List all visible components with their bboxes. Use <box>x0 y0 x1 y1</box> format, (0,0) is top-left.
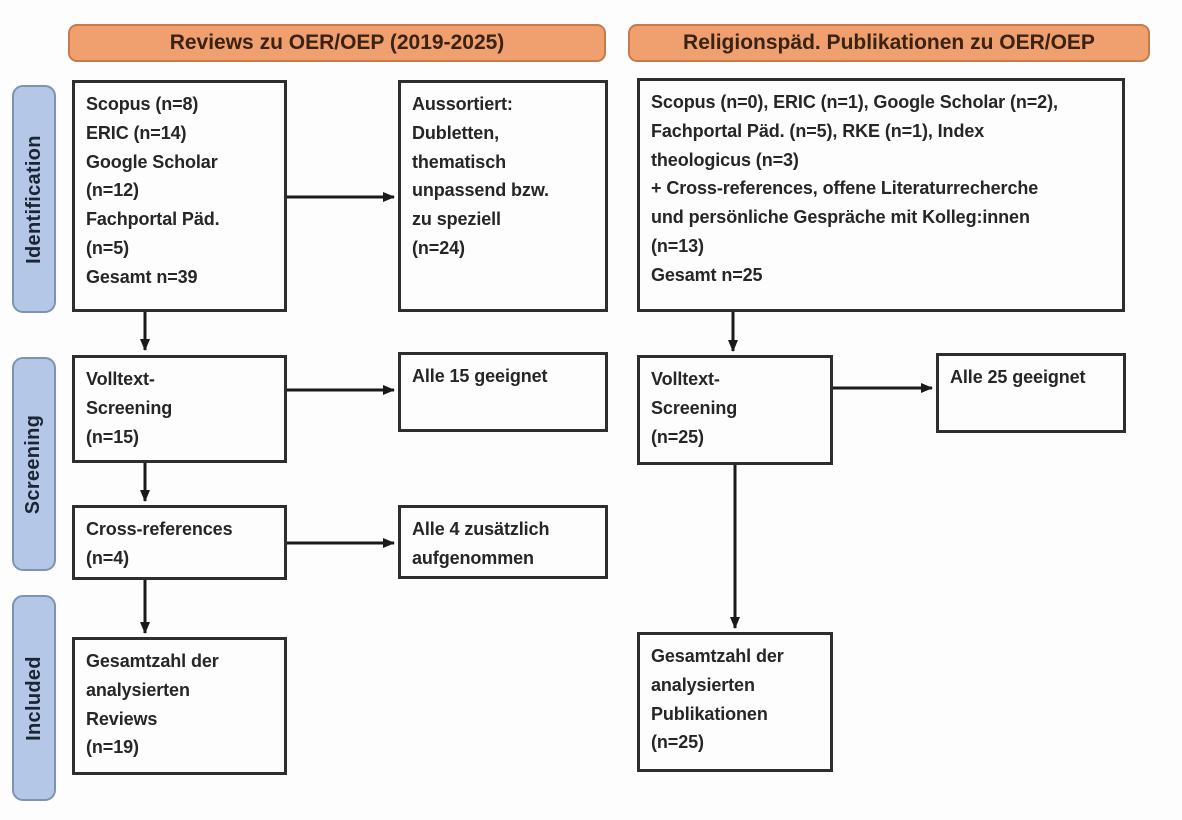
stage-label-screening: Screening <box>12 357 56 571</box>
box-fulltext-screening-right: Volltext- Screening (n=25) <box>637 355 833 465</box>
box-sources-left: Scopus (n=8) ERIC (n=14) Google Scholar … <box>72 80 287 312</box>
box-crossreferences-result-left: Alle 4 zusätzlich aufgenommen <box>398 505 608 579</box>
stage-label-identification: Identification <box>12 85 56 313</box>
box-crossreferences-left: Cross-references (n=4) <box>72 505 287 580</box>
stage-label-included: Included <box>12 595 56 801</box>
column-header-religionspaed: Religionspäd. Publikationen zu OER/OEP <box>628 24 1150 62</box>
box-fulltext-screening-left: Volltext- Screening (n=15) <box>72 355 287 463</box>
box-included-total-right: Gesamtzahl der analysierten Publikatione… <box>637 632 833 772</box>
box-sources-right: Scopus (n=0), ERIC (n=1), Google Scholar… <box>637 78 1125 312</box>
box-excluded-left: Aussortiert: Dubletten, thematisch unpas… <box>398 80 608 312</box>
stage-label-included-text: Included <box>22 655 45 741</box>
box-fulltext-result-left: Alle 15 geeignet <box>398 352 608 432</box>
box-included-total-left: Gesamtzahl der analysierten Reviews (n=1… <box>72 637 287 775</box>
column-header-reviews: Reviews zu OER/OEP (2019-2025) <box>68 24 606 62</box>
box-fulltext-result-right: Alle 25 geeignet <box>936 353 1126 433</box>
stage-label-identification-text: Identification <box>22 134 45 264</box>
stage-label-screening-text: Screening <box>22 414 45 514</box>
